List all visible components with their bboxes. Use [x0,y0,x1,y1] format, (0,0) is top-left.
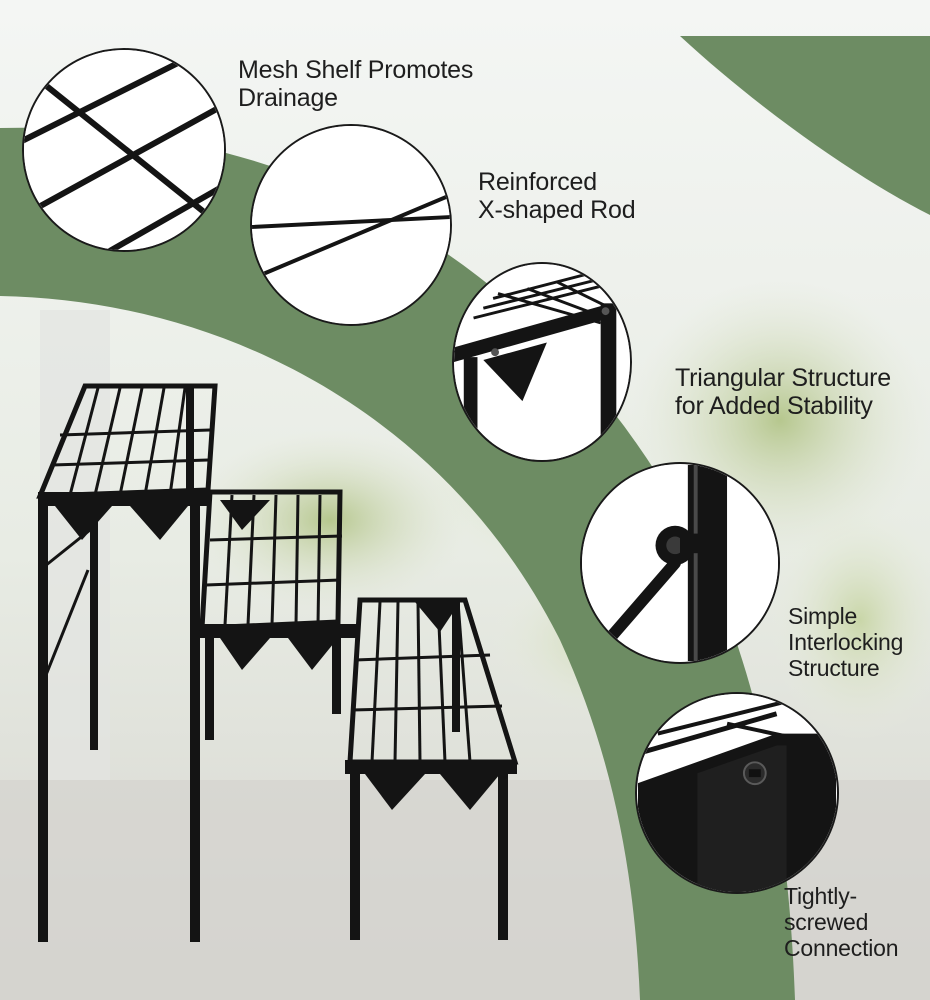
screwed-connection-detail-image [635,692,839,894]
x-rod-detail-image [250,124,452,326]
callout-triangle-line-1: Triangular Structure [675,364,891,392]
callout-rod-line-1: Reinforced [478,168,597,196]
callout-screwed-connection: Tightly- screwed Connection [784,883,899,961]
callout-mesh-line-1: Mesh Shelf Promotes [238,56,474,84]
callout-mesh-line-2: Drainage [238,84,338,112]
callout-triangular-structure: Triangular Structure for Added Stability [675,364,891,420]
callout-mesh-shelf: Mesh Shelf Promotes Drainage [238,56,473,112]
callout-triangle-line-2: for Added Stability [675,392,873,420]
callout-screw-line-1: Tightly- [784,883,857,909]
triangular-structure-detail-image [452,262,632,462]
three-tier-plant-stand-image [36,383,519,942]
callout-screw-line-2: screwed [784,909,869,935]
callout-interlock-line-3: Structure [788,655,880,681]
callout-x-rod: Reinforced X-shaped Rod [478,168,636,224]
mesh-shelf-detail-image [22,48,226,252]
callout-interlock-line-1: Simple [788,603,858,629]
callout-interlock-line-2: Interlocking [788,629,904,655]
interlocking-structure-detail-image [580,462,780,664]
callout-screw-line-3: Connection [784,935,899,961]
callout-interlocking-structure: Simple Interlocking Structure [788,603,903,681]
callout-rod-line-2: X-shaped Rod [478,196,636,224]
